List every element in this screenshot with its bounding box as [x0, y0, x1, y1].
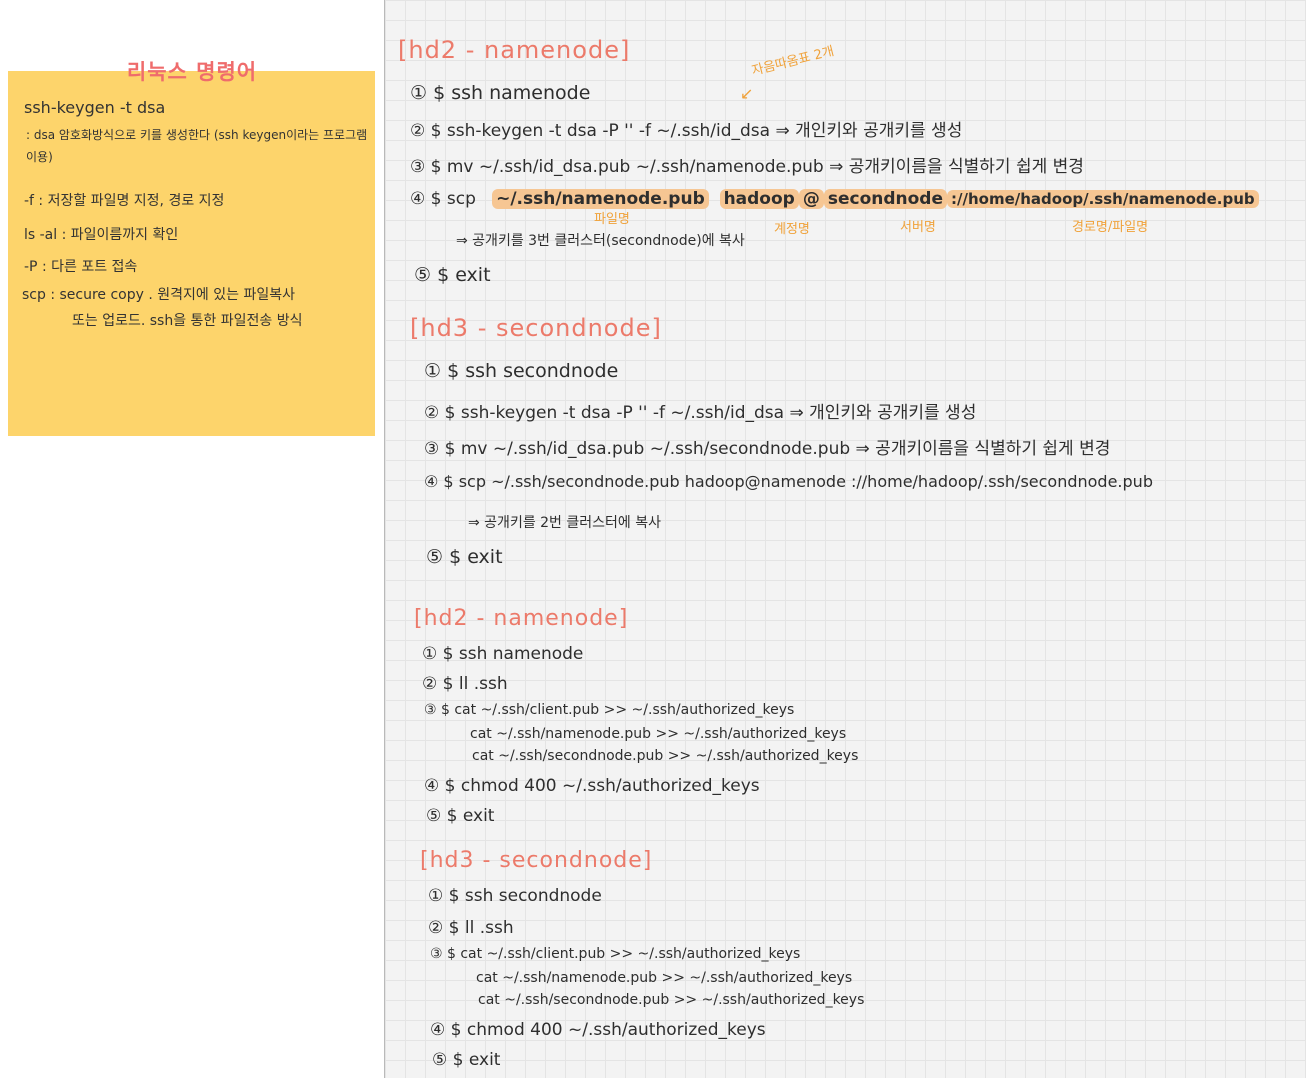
s2-line-copy-note: ⇒ 공개키를 2번 클러스터에 복사 [468, 515, 661, 531]
s1-scp-user: hadoop [719, 189, 799, 209]
sticky-note[interactable] [8, 71, 375, 436]
sticky-cmd-ls: ls -al : 파일이름까지 확인 [24, 227, 179, 243]
s1-line-keygen: ② $ ssh-keygen -t dsa -P '' -f ~/.ssh/id… [410, 121, 963, 141]
s2-line-keygen: ② $ ssh-keygen -t dsa -P '' -f ~/.ssh/id… [424, 403, 977, 423]
sticky-cmd-f: -f : 저장할 파일명 지정, 경로 지정 [24, 193, 225, 209]
s1-line-ssh: ① $ ssh namenode [410, 82, 591, 104]
s2-line-mv: ③ $ mv ~/.ssh/id_dsa.pub ~/.ssh/secondno… [424, 439, 1111, 459]
section-header-hd3-secondnode-2: [hd3 - secondnode] [420, 848, 653, 873]
pane-divider[interactable] [384, 0, 385, 1078]
annotation-file: 파일명 [594, 212, 630, 227]
s2-line-exit: ⑤ $ exit [426, 546, 503, 568]
s4-line-cat-secondnode: cat ~/.ssh/secondnode.pub >> ~/.ssh/auth… [478, 992, 865, 1008]
s4-line-ll: ② $ ll .ssh [428, 918, 514, 938]
s1-line-copy-note: ⇒ 공개키를 3번 클러스터(secondnode)에 복사 [456, 233, 745, 249]
s3-line-chmod: ④ $ chmod 400 ~/.ssh/authorized_keys [424, 776, 760, 796]
annotation-path: 경로명/파일명 [1072, 220, 1149, 235]
sticky-desc-ssh-keygen: : dsa 암호화방식으로 키를 생성한다 (ssh keygen이라는 프로그… [26, 128, 368, 164]
s3-line-cat-client: ③ $ cat ~/.ssh/client.pub >> ~/.ssh/auth… [424, 702, 795, 718]
s3-line-ssh: ① $ ssh namenode [422, 644, 584, 664]
s1-scp-host: secondnode [823, 189, 948, 209]
s3-line-cat-namenode: cat ~/.ssh/namenode.pub >> ~/.ssh/author… [470, 726, 847, 742]
sticky-desc-scp: 또는 업로드. ssh을 통한 파일전송 방식 [72, 313, 303, 329]
section-header-hd2-namenode: [hd2 - namenode] [398, 36, 631, 64]
s1-line-mv: ③ $ mv ~/.ssh/id_dsa.pub ~/.ssh/namenode… [410, 157, 1084, 177]
annotation-user: 계정명 [774, 222, 810, 237]
s1-scp-at: @ [798, 189, 824, 209]
s1-scp-prefix: ④ $ scp [410, 189, 476, 209]
sticky-cmd-p: -P : 다른 포트 접속 [24, 259, 138, 275]
s2-line-scp: ④ $ scp ~/.ssh/secondnode.pub hadoop@nam… [424, 472, 1153, 491]
arrow-down-left-icon: ↙ [740, 84, 754, 103]
grid-canvas[interactable] [385, 0, 1306, 1078]
s3-line-cat-secondnode: cat ~/.ssh/secondnode.pub >> ~/.ssh/auth… [472, 748, 859, 764]
s1-scp-path: ://home/hadoop/.ssh/namenode.pub [947, 190, 1259, 208]
s4-line-chmod: ④ $ chmod 400 ~/.ssh/authorized_keys [430, 1020, 766, 1040]
s4-line-cat-client: ③ $ cat ~/.ssh/client.pub >> ~/.ssh/auth… [430, 946, 801, 962]
s4-line-ssh: ① $ ssh secondnode [428, 886, 602, 906]
s1-line-exit: ⑤ $ exit [414, 264, 491, 286]
s1-line-scp: ④ $ scp ~/.ssh/namenode.pub hadoop@secon… [410, 189, 1259, 209]
s3-line-exit: ⑤ $ exit [426, 806, 495, 826]
section-header-hd3-secondnode: [hd3 - secondnode] [410, 314, 662, 342]
s1-scp-file: ~/.ssh/namenode.pub [492, 189, 709, 209]
annotation-host: 서버명 [900, 220, 936, 235]
sticky-cmd-scp: scp : secure copy . 원격지에 있는 파일복사 [22, 287, 295, 303]
s4-line-cat-namenode: cat ~/.ssh/namenode.pub >> ~/.ssh/author… [476, 970, 853, 986]
sticky-title: 리눅스 명령어 [126, 60, 258, 84]
s3-line-ll: ② $ ll .ssh [422, 674, 508, 694]
s4-line-exit: ⑤ $ exit [432, 1050, 501, 1070]
s2-line-ssh: ① $ ssh secondnode [424, 360, 619, 382]
sticky-cmd-ssh-keygen: ssh-keygen -t dsa [24, 98, 166, 117]
section-header-hd2-namenode-2: [hd2 - namenode] [414, 606, 629, 631]
